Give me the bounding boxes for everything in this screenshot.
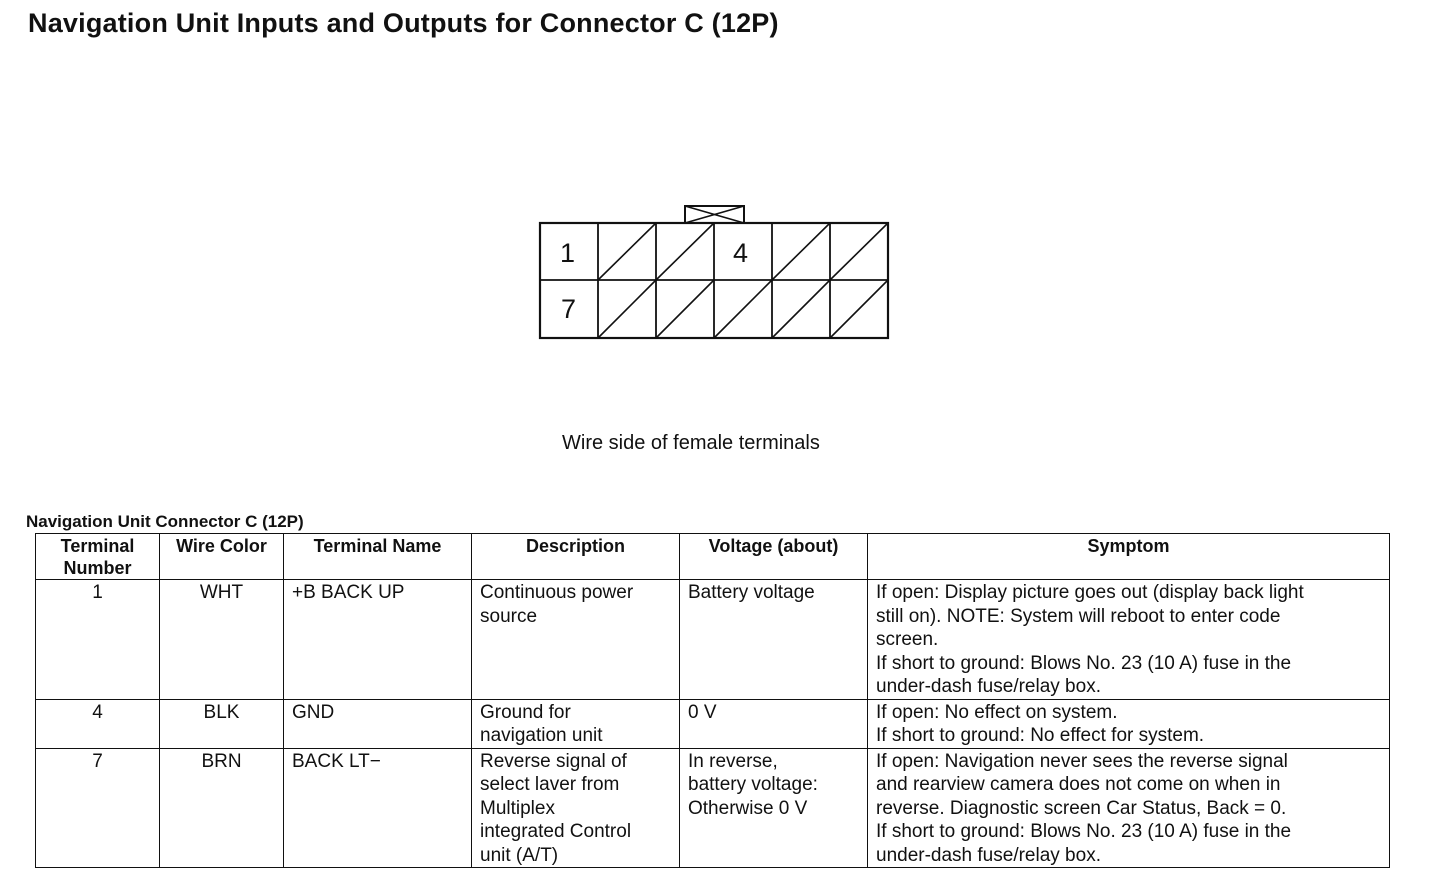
cell-wire-color: BRN — [159, 747, 284, 868]
cell-terminal-name: BACK LT− — [283, 747, 472, 868]
cell-terminal-name: GND — [283, 698, 472, 749]
connector-diagram: 1 4 7 — [538, 205, 890, 340]
cell-voltage: Battery voltage — [679, 579, 868, 700]
cell-terminal-number: 7 — [35, 747, 160, 868]
cell-description: Continuous power source — [471, 579, 680, 700]
cell-description: Reverse signal of select laver from Mult… — [471, 747, 680, 868]
table-header-row: Terminal Number Wire Color Terminal Name… — [35, 533, 1390, 580]
cell-terminal-number: 4 — [35, 698, 160, 749]
table-row: 7 BRN BACK LT− Reverse signal of select … — [35, 747, 1390, 868]
terminal-label-7: 7 — [561, 294, 576, 324]
header-voltage: Voltage (about) — [679, 533, 868, 580]
cell-wire-color: WHT — [159, 579, 284, 700]
cell-symptom: If open: Navigation never sees the rever… — [867, 747, 1390, 868]
header-description: Description — [471, 533, 680, 580]
header-wire-color: Wire Color — [159, 533, 284, 580]
cell-description: Ground for navigation unit — [471, 698, 680, 749]
terminal-label-4: 4 — [733, 238, 748, 268]
cell-terminal-name: +B BACK UP — [283, 579, 472, 700]
header-symptom: Symptom — [867, 533, 1390, 580]
cell-terminal-number: 1 — [35, 579, 160, 700]
header-terminal-name: Terminal Name — [283, 533, 472, 580]
page-title: Navigation Unit Inputs and Outputs for C… — [28, 8, 779, 38]
pin-table: Terminal Number Wire Color Terminal Name… — [35, 533, 1390, 868]
cell-voltage: 0 V — [679, 698, 868, 749]
table-row: 1 WHT +B BACK UP Continuous power source… — [35, 579, 1390, 700]
connector-lock-tab-cross — [684, 205, 745, 224]
table-caption: Navigation Unit Connector C (12P) — [26, 512, 304, 531]
table-row: 4 BLK GND Ground for navigation unit 0 V… — [35, 698, 1390, 749]
unused-cavity-marks — [597, 222, 889, 339]
cell-symptom: If open: No effect on system. If short t… — [867, 698, 1390, 749]
terminal-label-1: 1 — [560, 238, 575, 268]
cell-wire-color: BLK — [159, 698, 284, 749]
cell-voltage: In reverse, battery voltage: Otherwise 0… — [679, 747, 868, 868]
header-terminal-number: Terminal Number — [35, 533, 160, 580]
cell-symptom: If open: Display picture goes out (displ… — [867, 579, 1390, 700]
connector-caption: Wire side of female terminals — [562, 432, 820, 454]
